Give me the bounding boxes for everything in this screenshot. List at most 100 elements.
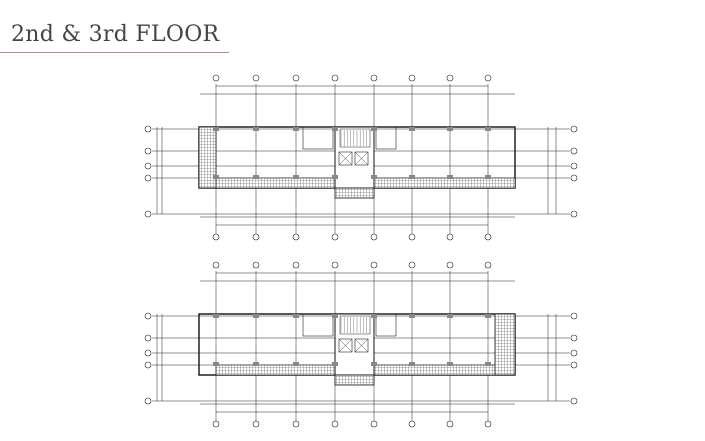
structural-column: [332, 175, 338, 179]
grid-bubble: [446, 261, 454, 269]
grid-bubble: [484, 233, 492, 241]
grid-bubble: [370, 74, 378, 82]
structural-column: [253, 127, 259, 131]
grid-bubble: [446, 420, 454, 428]
grid-bubble: [252, 420, 260, 428]
structural-column: [447, 127, 453, 131]
structural-column: [371, 175, 377, 179]
grid-bubble: [408, 233, 416, 241]
structural-column: [253, 362, 259, 366]
grid-bubble: [212, 233, 220, 241]
structural-column: [371, 127, 377, 131]
grid-bubble: [331, 233, 339, 241]
structural-column: [293, 127, 299, 131]
grid-bubble: [292, 233, 300, 241]
grid-bubble: [570, 210, 578, 218]
structural-column: [485, 175, 491, 179]
grid-bubble: [144, 361, 152, 369]
grid-bubble: [292, 261, 300, 269]
structural-column: [485, 314, 491, 318]
elevator-x: [338, 338, 353, 353]
grid-bubble: [144, 147, 152, 155]
structural-column: [447, 175, 453, 179]
grid-bubble: [446, 233, 454, 241]
grid-bubble: [331, 420, 339, 428]
stair: [339, 128, 371, 148]
grid-bubble: [408, 261, 416, 269]
elevator: [338, 338, 353, 353]
grid-bubble: [144, 349, 152, 357]
grid-bubble: [370, 233, 378, 241]
structural-column: [409, 127, 415, 131]
grid-bubble: [252, 261, 260, 269]
grid-bubble: [570, 162, 578, 170]
elevator: [354, 151, 369, 166]
structural-column: [253, 314, 259, 318]
grid-bubble: [212, 74, 220, 82]
grid-bubble: [252, 74, 260, 82]
grid-bubble: [408, 74, 416, 82]
hatched-wing: [198, 126, 217, 189]
structural-column: [293, 314, 299, 318]
stair-elevator-core: [334, 313, 375, 376]
structural-column: [253, 175, 259, 179]
grid-bubble: [484, 261, 492, 269]
elevator-x: [354, 338, 369, 353]
grid-bubble: [446, 74, 454, 82]
grid-bubble: [570, 361, 578, 369]
grid-bubble: [212, 420, 220, 428]
structural-column: [213, 127, 219, 131]
structural-column: [485, 362, 491, 366]
structural-column: [213, 175, 219, 179]
grid-bubble: [570, 147, 578, 155]
grid-bubble: [331, 74, 339, 82]
grid-bubble: [570, 349, 578, 357]
hatched-wing: [494, 313, 516, 376]
grid-bubble: [370, 261, 378, 269]
structural-column: [409, 175, 415, 179]
grid-bubble: [144, 174, 152, 182]
structural-column: [332, 362, 338, 366]
elevator: [354, 338, 369, 353]
grid-bubble: [370, 420, 378, 428]
structural-column: [332, 127, 338, 131]
grid-bubble: [570, 334, 578, 342]
grid-bubble: [484, 74, 492, 82]
elevator-x: [354, 151, 369, 166]
restroom: [375, 126, 397, 150]
structural-column: [213, 314, 219, 318]
entrance-steps: [334, 374, 375, 386]
structural-column: [371, 314, 377, 318]
slide-title: 2nd & 3rd FLOOR: [11, 22, 220, 47]
floor-plan-upper: [144, 74, 578, 241]
grid-bubble: [292, 420, 300, 428]
grid-bubble: [144, 312, 152, 320]
elevator: [338, 151, 353, 166]
grid-bubble: [144, 210, 152, 218]
grid-bubble: [331, 261, 339, 269]
grid-bubble: [144, 397, 152, 405]
grid-bubble: [252, 233, 260, 241]
entrance-steps: [334, 187, 375, 199]
structural-column: [447, 314, 453, 318]
structural-column: [213, 362, 219, 366]
restroom: [302, 126, 334, 150]
grid-bubble: [570, 174, 578, 182]
restroom: [302, 313, 334, 337]
grid-bubble: [570, 397, 578, 405]
title-underline: [0, 52, 229, 53]
grid-bubble: [212, 261, 220, 269]
grid-bubble: [570, 125, 578, 133]
structural-column: [332, 314, 338, 318]
grid-bubble: [144, 125, 152, 133]
grid-bubble: [570, 312, 578, 320]
floor-plan-lower: [144, 261, 578, 428]
structural-column: [293, 362, 299, 366]
elevator-x: [338, 151, 353, 166]
structural-column: [409, 362, 415, 366]
structural-column: [293, 175, 299, 179]
grid-bubble: [292, 74, 300, 82]
structural-column: [371, 362, 377, 366]
grid-bubble: [144, 162, 152, 170]
